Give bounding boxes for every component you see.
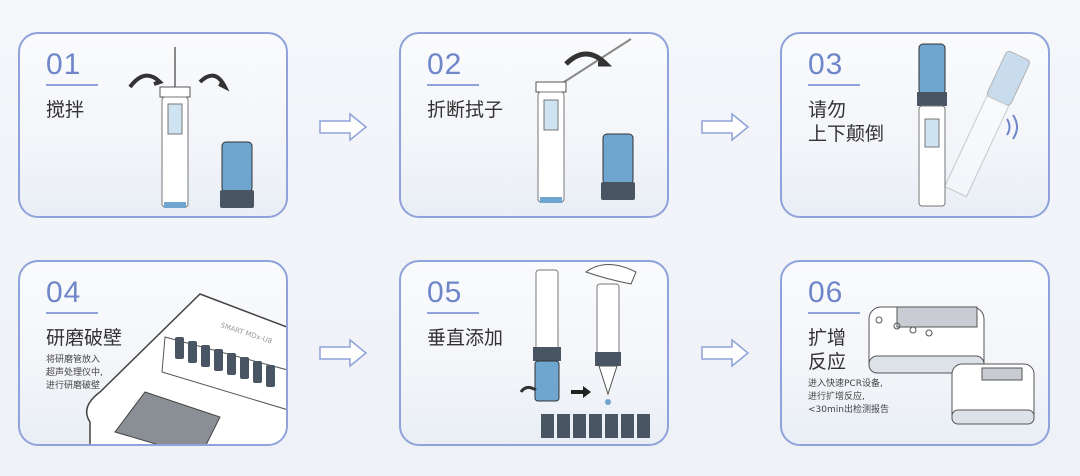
arrow-right-icon (319, 112, 368, 142)
desc-line: 进行扩增反应, (808, 392, 865, 402)
step-title: 研磨破壁 (46, 327, 123, 349)
step-description: 进入快速PCR设备, 进行扩增反应, <30min出检测报告 (808, 378, 889, 417)
step-card-02: 02 折断拭子 (399, 32, 669, 218)
divider (808, 312, 860, 314)
divider (427, 312, 479, 314)
tube-break-swab-illustration (535, 38, 635, 203)
step-title: 请勿 上下颠倒 (808, 99, 885, 145)
step-card-03: 03 请勿 上下颠倒 (780, 32, 1050, 218)
step-card-05: 05 垂直添加 (399, 260, 669, 446)
tube-stir-illustration (128, 47, 254, 208)
divider (808, 84, 860, 86)
step-number: 03 (808, 48, 844, 81)
step-title: 搅拌 (46, 99, 85, 121)
step-description: 将研磨管放入 超声处理仪中, 进行研磨破壁 (46, 354, 103, 393)
desc-line: <30min出检测报告 (808, 405, 889, 415)
ultrasonic-processor-illustration: SMART MDx-U8 (85, 293, 286, 444)
step-title: 扩增 反应 (808, 327, 847, 373)
desc-line: 进入快速PCR设备, (808, 379, 883, 389)
step-title: 垂直添加 (427, 327, 504, 349)
step-number: 06 (808, 276, 844, 309)
desc-line: 将研磨管放入 (46, 355, 101, 365)
arrow-right-icon (319, 338, 368, 368)
step-card-06: 06 扩增 反应 进入快速PCR设备, 进行扩增反应, <30min出检测报告 (780, 260, 1050, 446)
step-number: 01 (46, 48, 82, 81)
arrow-right-icon (701, 112, 750, 142)
step-card-01: 01 搅拌 (18, 32, 288, 218)
step-number: 05 (427, 276, 463, 309)
do-not-invert-illustration (917, 43, 1030, 207)
step-title: 折断拭子 (427, 99, 504, 121)
divider (46, 84, 98, 86)
desc-line: 进行研磨破壁 (46, 381, 101, 391)
step-card-04: 04 研磨破壁 将研磨管放入 超声处理仪中, 进行研磨破壁 SMART MDx-… (18, 260, 288, 446)
divider (46, 312, 98, 314)
vertical-add-illustration (519, 264, 650, 438)
desc-line: 超声处理仪中, (46, 368, 103, 378)
pcr-device-illustration (868, 306, 1035, 425)
step-number: 04 (46, 276, 82, 309)
arrow-right-icon (701, 338, 750, 368)
divider (427, 84, 479, 86)
step-number: 02 (427, 48, 463, 81)
